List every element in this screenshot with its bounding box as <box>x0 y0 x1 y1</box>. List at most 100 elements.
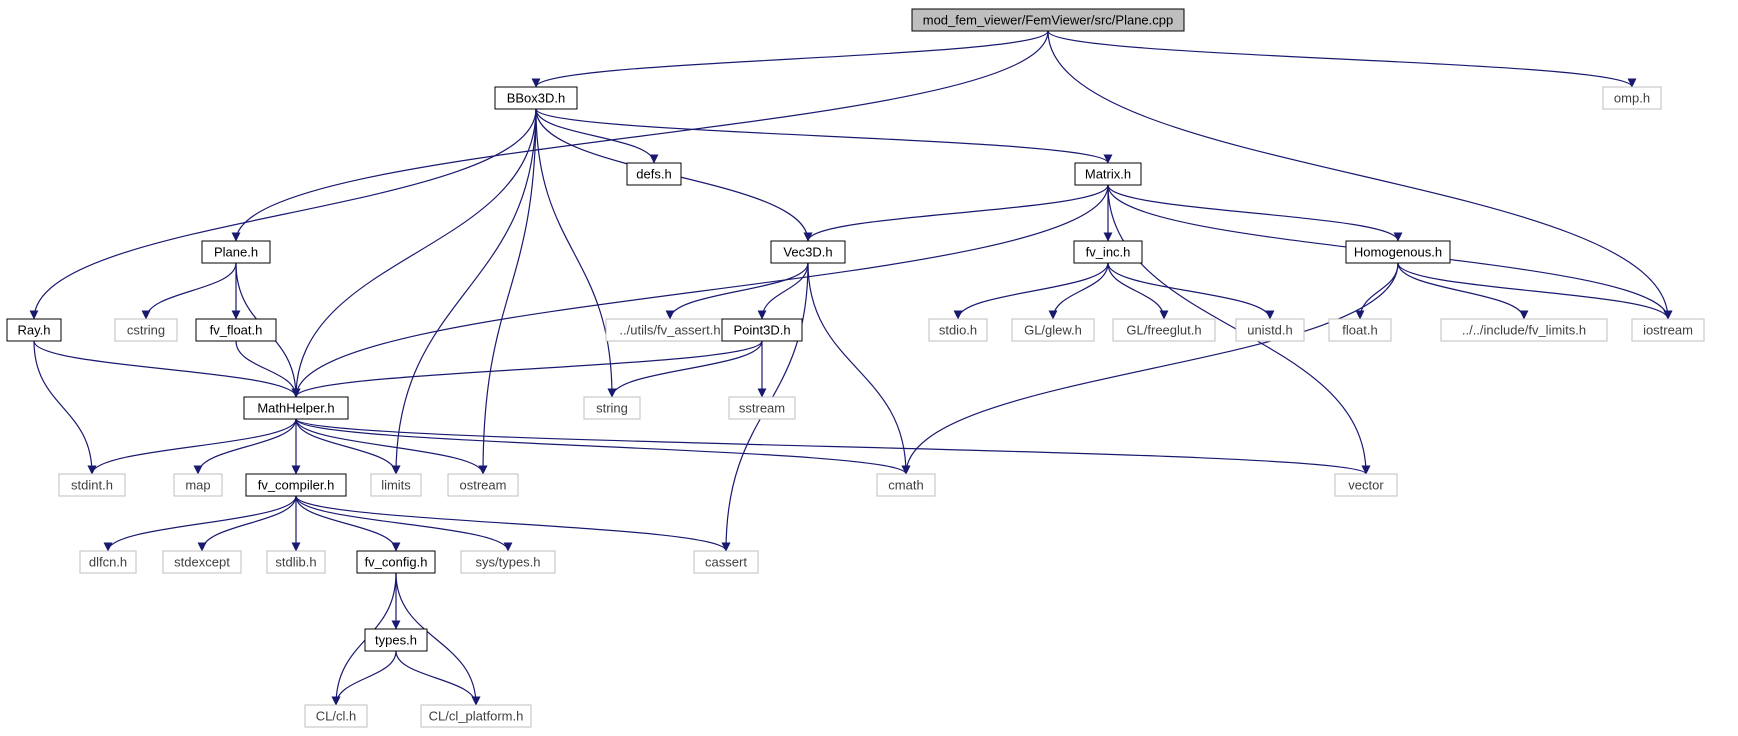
node-box-omp <box>1602 86 1662 110</box>
node-types[interactable]: types.h <box>364 628 428 652</box>
node-label-iostream: iostream <box>1643 323 1693 338</box>
node-cl_platform: CL/cl_platform.h <box>420 704 532 728</box>
node-defs[interactable]: defs.h <box>626 162 682 186</box>
node-label-fv_limits: ../../include/fv_limits.h <box>1462 323 1586 338</box>
node-fv_inc[interactable]: fv_inc.h <box>1073 240 1143 264</box>
node-label-unistd: unistd.h <box>1247 323 1293 338</box>
node-label-cmath: cmath <box>888 478 923 493</box>
node-plane_cpp[interactable]: mod_fem_viewer/FemViewer/src/Plane.cpp <box>911 8 1185 32</box>
edge-plane_cpp-to-iostream <box>1047 30 1673 320</box>
node-box-iostream <box>1631 318 1705 342</box>
node-stdexcept: stdexcept <box>162 550 242 574</box>
node-fv_config[interactable]: fv_config.h <box>356 550 436 574</box>
node-fv_compiler[interactable]: fv_compiler.h <box>245 473 347 497</box>
node-label-dlfcn: dlfcn.h <box>89 555 127 570</box>
node-box-cmath <box>876 473 936 497</box>
node-label-float_h: float.h <box>1342 323 1377 338</box>
node-plane_h[interactable]: Plane.h <box>201 240 271 264</box>
node-label-homogenous: Homogenous.h <box>1354 245 1442 260</box>
node-label-fv_inc: fv_inc.h <box>1086 245 1131 260</box>
edge-plane_cpp-to-plane_h <box>231 30 1049 242</box>
node-box-stdexcept <box>162 550 242 574</box>
edge-fv_inc-to-freeglut <box>1107 262 1169 320</box>
edge-plane_cpp-to-bbox3d <box>531 30 1049 88</box>
node-float_h: float.h <box>1328 318 1392 342</box>
edge-matrix-to-vec3d <box>803 184 1109 242</box>
node-label-sstream: sstream <box>739 401 785 416</box>
edge-bbox3d-to-ray <box>29 108 537 320</box>
edge-homogenous-to-float_h <box>1355 262 1399 320</box>
edge-fv_compiler-to-dlfcn <box>103 495 297 552</box>
edge-fv_compiler-to-cassert <box>295 495 731 552</box>
node-box-homogenous <box>1345 240 1451 264</box>
edge-mathhelper-to-stdint <box>87 418 297 475</box>
node-cl: CL/cl.h <box>304 704 368 728</box>
edge-ray-to-mathhelper <box>33 340 301 398</box>
edge-mathhelper-to-limits <box>295 418 401 475</box>
node-box-vec3d <box>770 240 846 264</box>
edge-mathhelper-to-ostream <box>295 418 488 475</box>
node-stdint: stdint.h <box>58 473 126 497</box>
node-glew: GL/glew.h <box>1011 318 1095 342</box>
node-fv_float[interactable]: fv_float.h <box>195 318 277 342</box>
node-label-stdlib: stdlib.h <box>275 555 316 570</box>
node-box-defs <box>626 162 682 186</box>
node-box-unistd <box>1235 318 1305 342</box>
node-box-stdlib <box>266 550 326 574</box>
node-box-fv_limits <box>1440 318 1608 342</box>
node-box-plane_cpp <box>911 8 1185 32</box>
edge-mathhelper-to-map <box>193 418 297 475</box>
node-matrix[interactable]: Matrix.h <box>1074 162 1142 186</box>
node-ostream: ostream <box>447 473 519 497</box>
node-label-limits: limits <box>381 478 411 493</box>
node-box-plane_h <box>201 240 271 264</box>
node-box-stdint <box>58 473 126 497</box>
edge-plane_h-to-cstring <box>141 262 237 320</box>
node-label-fv_float: fv_float.h <box>210 323 263 338</box>
edge-vec3d-to-point3d <box>757 262 809 320</box>
node-label-glew: GL/glew.h <box>1024 323 1082 338</box>
node-stdio: stdio.h <box>928 318 988 342</box>
node-box-vector <box>1334 473 1398 497</box>
node-label-omp: omp.h <box>1614 91 1650 106</box>
edge-matrix-to-mathhelper <box>291 184 1109 398</box>
node-box-map <box>173 473 223 497</box>
node-box-dlfcn <box>79 550 137 574</box>
node-box-point3d <box>721 318 803 342</box>
edge-types-to-cl_platform <box>395 650 481 706</box>
node-ray[interactable]: Ray.h <box>6 318 62 342</box>
node-omp: omp.h <box>1602 86 1662 110</box>
node-vec3d[interactable]: Vec3D.h <box>770 240 846 264</box>
node-box-matrix <box>1074 162 1142 186</box>
node-label-stdexcept: stdexcept <box>174 555 230 570</box>
node-homogenous[interactable]: Homogenous.h <box>1345 240 1451 264</box>
edge-plane_cpp-to-omp <box>1047 30 1637 88</box>
node-label-fv_assert: ../utils/fv_assert.h <box>619 323 720 338</box>
node-stdlib: stdlib.h <box>266 550 326 574</box>
node-cstring: cstring <box>114 318 178 342</box>
node-cmath: cmath <box>876 473 936 497</box>
node-point3d[interactable]: Point3D.h <box>721 318 803 342</box>
node-box-cstring <box>114 318 178 342</box>
edge-homogenous-to-cmath <box>901 262 1399 475</box>
node-label-freeglut: GL/freeglut.h <box>1126 323 1201 338</box>
node-string: string <box>583 396 641 420</box>
node-label-plane_cpp: mod_fem_viewer/FemViewer/src/Plane.cpp <box>923 13 1173 28</box>
node-box-fv_compiler <box>245 473 347 497</box>
edge-bbox3d-to-mathhelper <box>291 108 537 398</box>
node-box-mathhelper <box>243 396 349 420</box>
node-label-matrix: Matrix.h <box>1085 167 1131 182</box>
node-fv_assert: ../utils/fv_assert.h <box>605 318 735 342</box>
node-label-cassert: cassert <box>705 555 747 570</box>
edge-point3d-to-mathhelper <box>291 340 763 398</box>
node-sstream: sstream <box>728 396 796 420</box>
edge-vec3d-to-fv_assert <box>665 262 809 320</box>
node-mathhelper[interactable]: MathHelper.h <box>243 396 349 420</box>
node-vector: vector <box>1334 473 1398 497</box>
node-bbox3d[interactable]: BBox3D.h <box>494 86 578 110</box>
edge-homogenous-to-fv_limits <box>1397 262 1529 320</box>
node-label-mathhelper: MathHelper.h <box>257 401 334 416</box>
node-map: map <box>173 473 223 497</box>
node-label-bbox3d: BBox3D.h <box>507 91 566 106</box>
